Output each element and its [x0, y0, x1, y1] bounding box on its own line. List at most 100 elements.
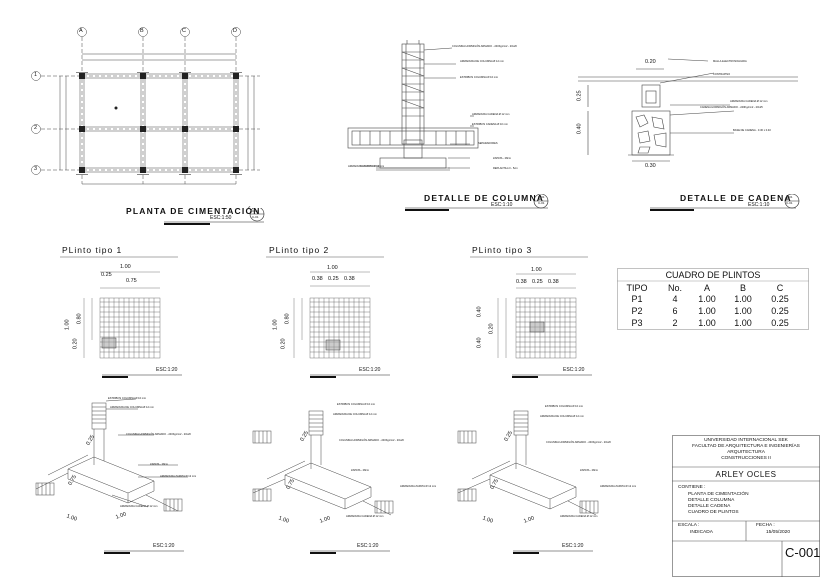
column-note-1: COLUMNA HORMIGÓN ARMADO - 240Kg/cm2 - 20… — [452, 45, 517, 48]
plinth-1-drawing — [60, 256, 178, 359]
foundation-plan-ref-bottom: C-01 — [252, 215, 259, 219]
plinth-table-header-a: A — [703, 283, 710, 293]
iso-2-note: COLUMNA HORMIGÓN ARMADO - 240Kg/cm2 - 20… — [339, 439, 404, 442]
chain-detail-ref-bottom: C-01 — [786, 201, 793, 205]
column-note-8: REPLANTILLO - 5cm — [493, 167, 518, 170]
plinth-table-cell: 1.00 — [698, 294, 716, 304]
plinth-table-cell: 1.00 — [734, 306, 752, 316]
column-note-6: SEPARADORES — [478, 142, 498, 145]
plinth-2-title: PLinto tipo 2 — [269, 245, 330, 255]
plinth-iso-3-scale: ESC:1:20 — [562, 543, 584, 549]
axis-label-3: 3 — [34, 166, 38, 172]
plinth-table-cell: 6 — [672, 306, 678, 316]
title-block-contents-item: DETALLE CADENA — [688, 504, 731, 509]
title-block-author: ARLEY OCLES — [715, 470, 777, 479]
plinth-3-side-a: 0.40 — [476, 306, 483, 318]
plinth-2-side-c: 0.20 — [280, 338, 287, 350]
plinth-2-drawing — [266, 256, 384, 359]
title-block-institution-4: CONSTRUCCIONES II — [721, 456, 771, 461]
plinth-2-side-b: 0.80 — [284, 313, 291, 325]
title-block-date-label: FECHA : — [756, 523, 775, 528]
plinth-table-cell: P3 — [631, 318, 643, 328]
plinth-3-scale-bar — [512, 374, 592, 378]
iso-2-note: ZAPATA - 28cm — [351, 469, 370, 472]
column-detail-ref-bottom: C-01 — [538, 201, 545, 205]
axis-label-2: 2 — [34, 125, 38, 131]
title-block-institution-2: FACULTAD DE ARQUITECTURA E INGENIERÍAS — [692, 444, 800, 449]
plinth-2-dim-a: 1.00 — [327, 265, 338, 271]
foundation-plan-title-lines — [164, 208, 265, 225]
plinth-table-cell: P2 — [631, 306, 643, 316]
plinth-table-cell: 1.00 — [698, 318, 716, 328]
plinth-1-side-c: 0.20 — [72, 338, 79, 350]
plinth-iso-3-scale-bar — [513, 550, 593, 554]
plinth-2-dim-d: 0.38 — [344, 276, 355, 282]
plinth-iso-3-drawing — [457, 410, 599, 516]
chain-dim-lower: 0.40 — [576, 123, 583, 135]
title-block-scale-label: ESCALA : — [678, 523, 700, 528]
plinth-3-drawing — [470, 256, 588, 359]
plinth-1-side-b: 0.80 — [76, 313, 83, 325]
title-block-contents-item: PLANTA DE CIMENTACIÓN — [688, 492, 749, 497]
plinth-2-scale: ESC:1:20 — [359, 367, 381, 373]
plinth-table-header-c: C — [776, 283, 784, 293]
plinth-3-dim-d: 0.38 — [548, 279, 559, 285]
plinth-table-header-b: B — [739, 283, 746, 293]
plinth-table-cell: 2 — [672, 318, 678, 328]
axis-label-c: C — [182, 28, 186, 34]
plinth-2-dim-b: 0.38 — [312, 276, 323, 282]
iso-3-note: ARMADURA DE COLUMNA Ø 12 mm — [540, 415, 584, 418]
plinth-2-side-a: 1.00 — [272, 319, 279, 331]
plinth-1-dim-c: 0.75 — [126, 278, 137, 284]
plinth-table-cell: P1 — [631, 294, 643, 304]
chain-note-3: ARMADURA CADENA Ø 12 mm — [730, 100, 768, 103]
iso-2-note: ARMADURA DE COLUMNA Ø 12 mm — [333, 413, 377, 416]
plinth-3-side-b: 0.20 — [488, 323, 495, 335]
plinth-table-cell: 0.25 — [771, 306, 789, 316]
iso-3-note: ZAPATA - 28cm — [580, 469, 599, 472]
iso-1-note: ARMADURA DE COLUMNA Ø 12 mm — [110, 406, 154, 409]
plinth-table-cell: 1.00 — [734, 294, 752, 304]
title-block-frame — [672, 435, 820, 577]
title-block-contents-item: CUADRO DE PLINTOS — [688, 510, 739, 515]
iso-1-note: ZAPATA - 28cm — [150, 463, 169, 466]
plinth-iso-2-drawing — [252, 410, 394, 516]
column-detail-scale: ESC:1:10 — [491, 202, 513, 208]
column-detail-title-lines — [405, 194, 549, 211]
plinth-table-header-tipo: TIPO — [626, 283, 648, 293]
chain-detail-title: DETALLE DE CADENA — [680, 193, 792, 203]
chain-dim-top: 0.20 — [645, 59, 656, 65]
iso-1-note: COLUMNA HORMIGÓN ARMADO - 240Kg/cm2 - 20… — [126, 433, 191, 436]
axis-label-1: 1 — [34, 72, 38, 78]
column-detail-ref-top: C-01 — [538, 195, 545, 199]
title-block-contents-item: DETALLE COLUMNA — [688, 498, 735, 503]
plinth-table-cell: 4 — [672, 294, 678, 304]
title-block-contents-label: CONTIENE : — [678, 485, 706, 490]
plinth-3-dim-b: 0.38 — [516, 279, 527, 285]
plinth-3-side-c: 0.40 — [476, 337, 483, 349]
chain-detail-title-lines — [650, 194, 800, 211]
chain-detail-ref-top: C-01 — [786, 195, 793, 199]
chain-note-5: BASE DE CADENA - 0.30 x 0.40 — [733, 129, 771, 132]
column-note-5: ESTRIBOS CADENA Ø 10 mm — [472, 123, 508, 126]
plinth-1-scale-bar — [102, 374, 182, 378]
plinth-table-cell: 0.25 — [771, 294, 789, 304]
plinth-1-dim-b: 0.25 — [101, 272, 112, 278]
plinth-1-dim-a: 1.00 — [120, 264, 131, 270]
plinth-iso-1-scale: ESC:1:20 — [153, 543, 175, 549]
plinth-table-title: CUADRO DE PLINTOS — [665, 270, 761, 280]
foundation-plan-scale: ESC:1:50 — [210, 215, 232, 221]
iso-2-note: ARMADURA ZAPATA Ø 12 mm — [400, 485, 437, 488]
column-note-4: ARMADURA CADENA Ø 12 mm — [472, 113, 510, 116]
column-note-9: ARMADURA ZAPATA Ø 12 mm — [348, 165, 385, 168]
plinth-table-cell: 1.00 — [698, 306, 716, 316]
iso-2-note: ESTRIBOS COLUMNA Ø 10 mm — [337, 403, 376, 406]
chain-detail-scale: ESC:1:10 — [748, 202, 770, 208]
axis-label-d: D — [233, 28, 237, 34]
chain-note-2: CONTRAPISO — [713, 73, 731, 76]
plinth-1-scale: ESC:1:20 — [156, 367, 178, 373]
plinth-3-scale: ESC:1:20 — [563, 367, 585, 373]
column-note-7: ZAPATA - 28cm — [493, 157, 512, 160]
foundation-plan-title: PLANTA DE CIMENTACIÓN — [126, 206, 261, 216]
plinth-table-cell: 1.00 — [734, 318, 752, 328]
